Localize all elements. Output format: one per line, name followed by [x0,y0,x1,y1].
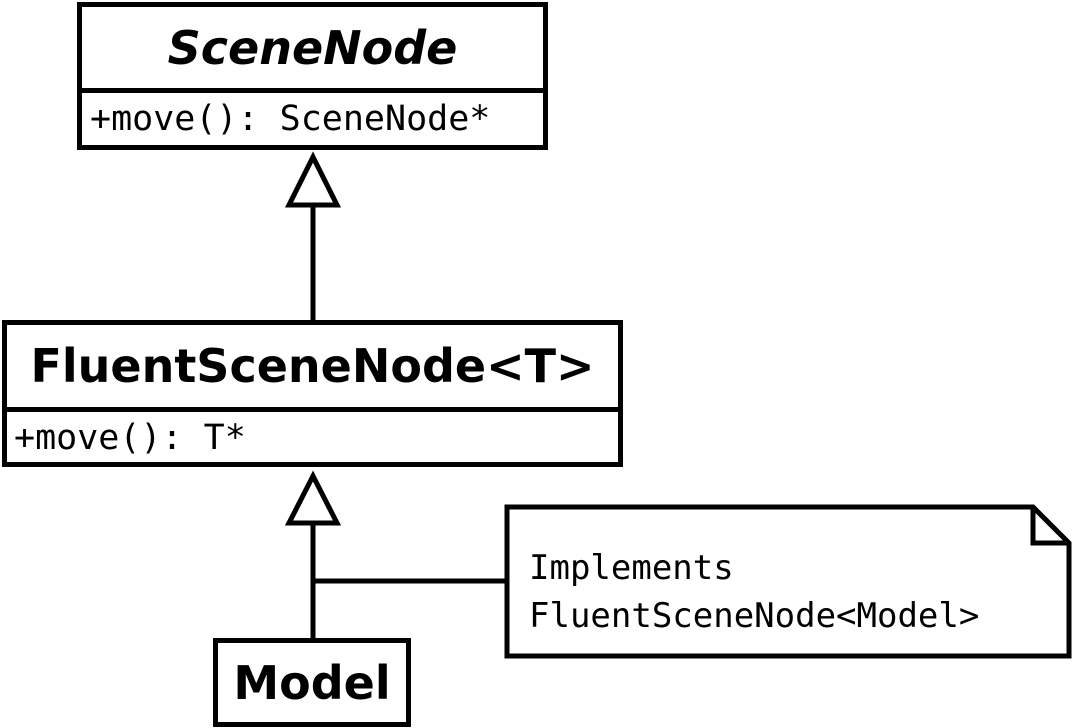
class-scenenode-header: SceneNode [82,7,543,93]
class-model[interactable]: Model [213,638,411,727]
generalization-arrowhead-fluent [284,470,342,526]
class-fluentscenenode-method-move: +move(): T* [14,418,246,458]
note-shape [504,504,1072,659]
note-line-1: Implements [529,548,734,588]
note-text: Implements FluentSceneNode<Model> [529,544,979,640]
class-scenenode-method-move: +move(): SceneNode* [90,99,491,139]
generalization-arrowhead-scenenode [284,151,342,208]
class-fluentscenenode-name: FluentSceneNode<T> [30,339,595,393]
class-fluentscenenode-methods: +move(): T* [7,412,618,458]
class-scenenode-name: SceneNode [167,20,458,75]
class-model-name: Model [233,655,391,710]
class-fluentscenenode[interactable]: FluentSceneNode<T> +move(): T* [2,320,623,467]
note-fold [1030,507,1069,546]
note-line-2: FluentSceneNode<Model> [529,596,980,636]
class-scenenode[interactable]: SceneNode +move(): SceneNode* [77,2,548,150]
class-scenenode-methods: +move(): SceneNode* [82,93,543,139]
class-fluentscenenode-header: FluentSceneNode<T> [7,325,618,412]
